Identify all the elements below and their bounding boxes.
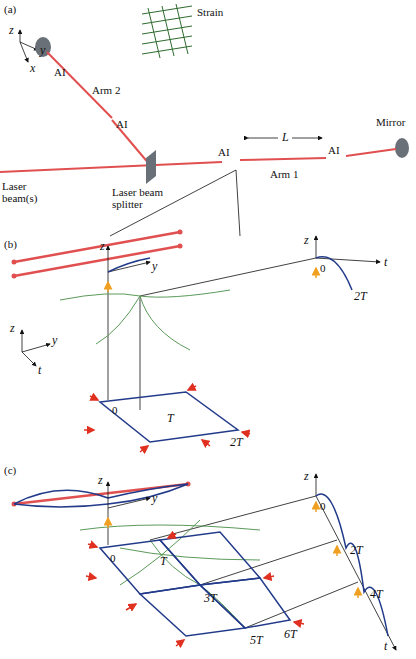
label: T [160, 555, 167, 568]
label: t [38, 364, 41, 377]
label: z [304, 234, 309, 247]
label: y [52, 334, 57, 347]
label: z [304, 470, 309, 483]
label: t [384, 640, 387, 653]
label: Laser beam(s) [2, 180, 46, 204]
label: 2T [230, 436, 243, 449]
label: Arm 1 [270, 168, 298, 180]
strain-wave [142, 4, 192, 58]
label: y [152, 260, 157, 273]
label: AI [218, 146, 230, 158]
label: t [384, 256, 387, 269]
label: T [167, 412, 174, 425]
label: 0 [320, 500, 326, 512]
label: (b) [4, 238, 17, 250]
label: AI [116, 118, 128, 130]
label: 2T [354, 290, 367, 303]
label: y [40, 44, 45, 57]
label: Strain [197, 6, 223, 18]
label: Laser beam splitter [112, 186, 168, 210]
label: Arm 2 [92, 84, 120, 96]
label: z [98, 474, 103, 487]
label: 4T [370, 588, 383, 601]
label: L [282, 131, 289, 144]
label: Mirror [376, 116, 405, 128]
label: 3T [204, 592, 217, 605]
label: 6T [284, 628, 297, 641]
label: (a) [4, 3, 16, 15]
label: 0 [112, 404, 118, 416]
label: AI [328, 144, 340, 156]
label: y [152, 492, 157, 505]
label: x [30, 62, 35, 75]
label: 2T [350, 544, 363, 557]
label: 0 [110, 552, 116, 564]
label: z [10, 322, 15, 335]
label: 5T [250, 634, 263, 647]
label: AI [54, 66, 66, 78]
label: z [9, 24, 14, 37]
label: (c) [4, 464, 16, 476]
label: z [100, 240, 105, 253]
label: 0 [320, 262, 326, 274]
